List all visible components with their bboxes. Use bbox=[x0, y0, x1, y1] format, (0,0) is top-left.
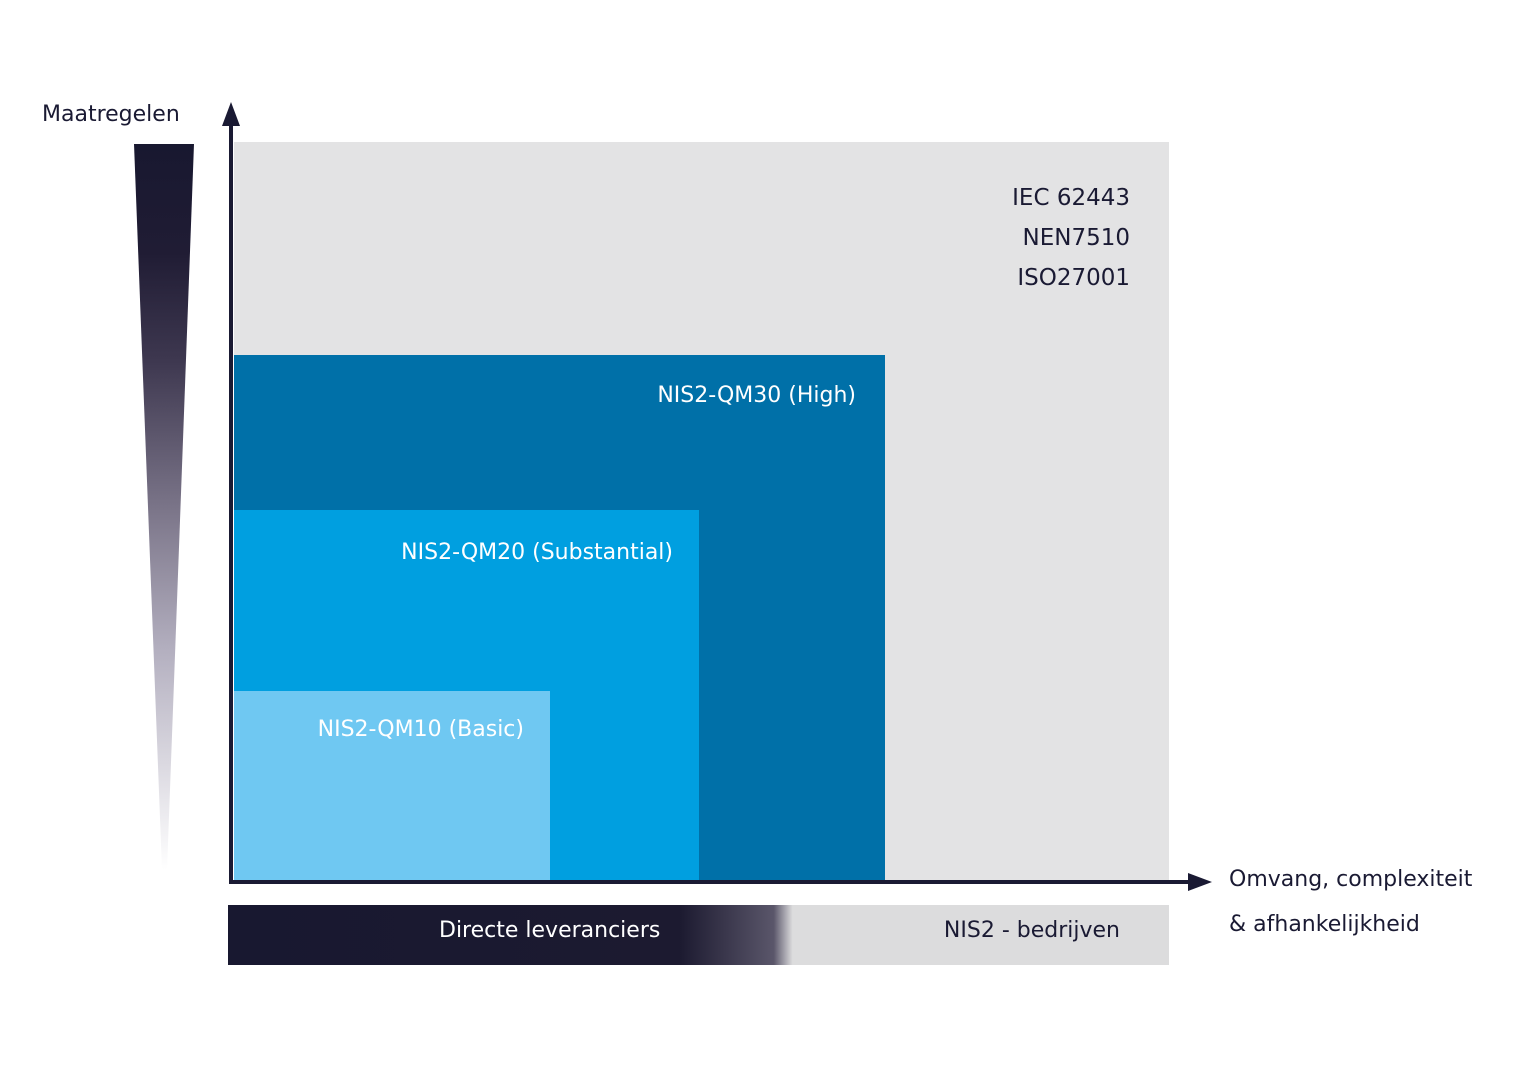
x-axis-arrow-icon bbox=[1188, 873, 1212, 891]
y-axis-line bbox=[229, 118, 233, 884]
level-basic-label: NIS2-QM10 (Basic) bbox=[317, 717, 524, 742]
x-axis-label-line1: Omvang, complexiteit bbox=[1229, 867, 1473, 892]
level-basic-box bbox=[234, 691, 550, 880]
level-high-label: NIS2-QM30 (High) bbox=[657, 383, 856, 408]
standard-label: NEN7510 bbox=[1022, 225, 1130, 251]
x-axis-label-line2: & afhankelijkheid bbox=[1229, 912, 1420, 937]
level-substantial-label: NIS2-QM20 (Substantial) bbox=[401, 540, 673, 565]
y-axis-label: Maatregelen bbox=[42, 102, 180, 127]
nis2-companies-label: NIS2 - bedrijven bbox=[943, 918, 1120, 943]
direct-suppliers-label: Directe leveranciers bbox=[439, 918, 661, 943]
x-axis-line bbox=[229, 880, 1191, 884]
standard-label: IEC 62443 bbox=[1012, 185, 1130, 211]
supplier-scope-bar bbox=[228, 905, 1169, 965]
measures-gradient-wedge bbox=[134, 144, 194, 870]
standard-label: ISO27001 bbox=[1017, 265, 1130, 291]
y-axis-arrow-icon bbox=[222, 102, 240, 126]
